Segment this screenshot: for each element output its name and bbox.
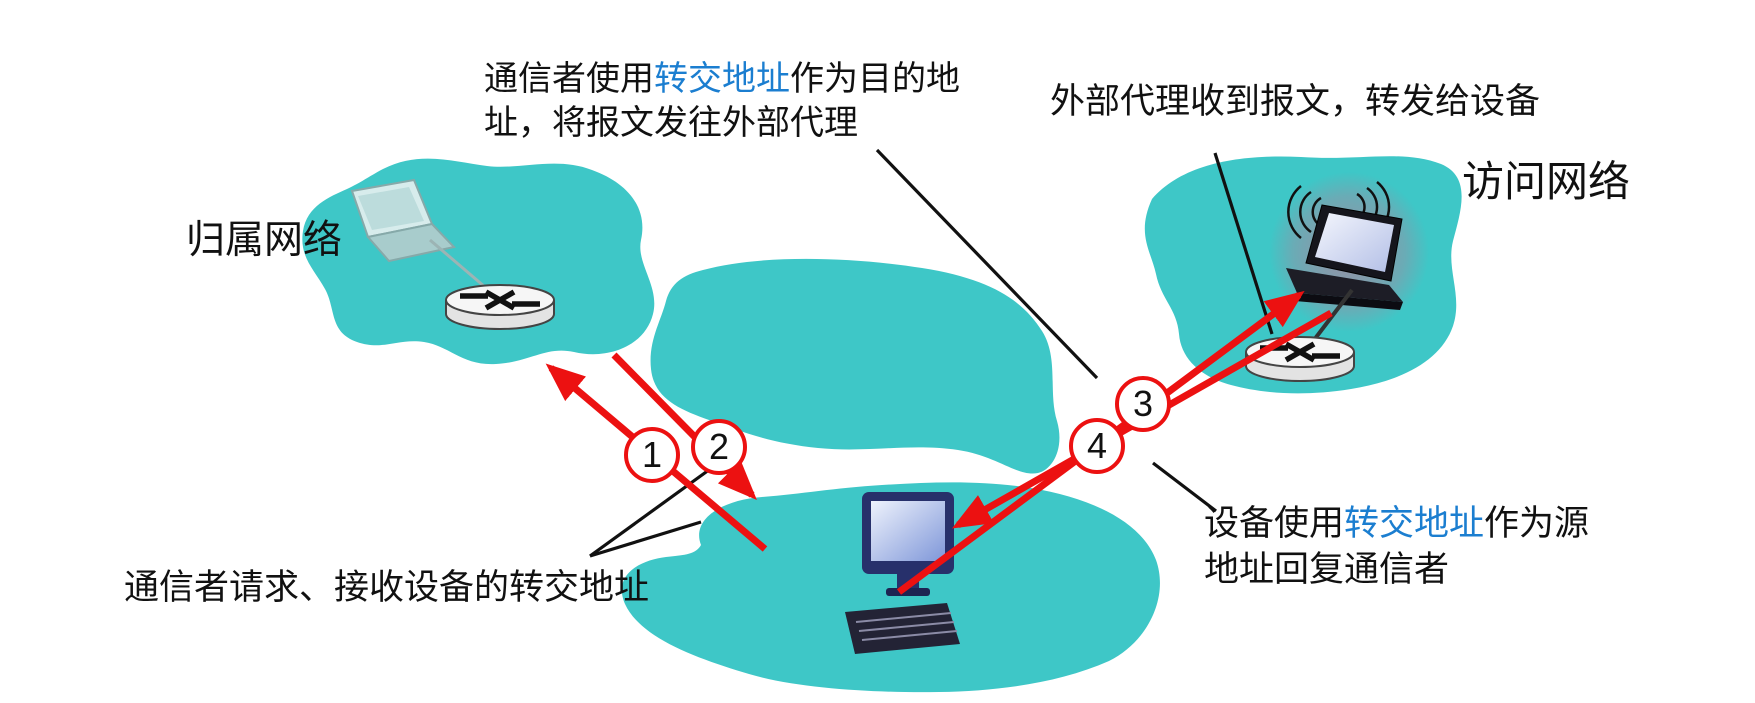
home-laptop-icon: [350, 178, 456, 263]
leader-correspondent-send: [875, 148, 1099, 380]
correspondent-network-blob: [621, 482, 1160, 693]
reply-prefix: 设备使用: [1204, 504, 1345, 543]
correspondent-computer-icon: [845, 492, 960, 654]
annotation-line-2: 址，将报文发往外部代理: [484, 103, 858, 142]
annotation-device-reply: 设备使用转交地址作为源 地址回复通信者: [1204, 501, 1589, 593]
step-3-badge: 3: [1115, 376, 1171, 432]
care-of-address-highlight: 转交地址: [654, 60, 790, 98]
reply-line-2: 地址回复通信者: [1204, 550, 1450, 590]
send-suffix: 作为目的地: [790, 60, 960, 98]
mobile-laptop-icon: [1286, 204, 1403, 310]
step-1-badge: 1: [624, 427, 680, 483]
home-agent-router-icon: [446, 285, 554, 329]
foreign-agent-router-icon: [1246, 337, 1354, 381]
annotation-correspondent-request: 通信者请求、接收设备的转交地址: [124, 568, 650, 607]
leader-request-a: [589, 465, 714, 558]
annotation-correspondent-send: 通信者使用转交地址作为目的地 址，将报文发往外部代理: [484, 58, 960, 145]
leader-request-b: [589, 520, 702, 558]
leader-foreign-agent: [1213, 152, 1274, 335]
middle-network-blob: [650, 258, 1060, 474]
annotation-foreign-agent-forward: 外部代理收到报文，转发给设备: [1050, 82, 1541, 121]
leader-device-reply: [1152, 461, 1217, 513]
visited-network-label: 访问网络: [1462, 158, 1631, 205]
annotation-line-1: 通信者使用转交地址作为目的地: [484, 58, 960, 102]
reply-line-1: 设备使用转交地址作为源: [1204, 501, 1589, 547]
home-network-label: 归属网络: [186, 219, 343, 262]
home-network-blob: [302, 158, 655, 365]
send-prefix: 通信者使用: [484, 60, 654, 98]
step-4-badge: 4: [1069, 418, 1125, 474]
mobile-laptop-router-link: [1312, 288, 1354, 342]
reply-suffix: 作为源: [1484, 504, 1590, 543]
home-laptop-router-link: [429, 238, 493, 295]
care-of-address-highlight: 转交地址: [1344, 504, 1485, 543]
annotation-leader-lines: [589, 148, 1274, 558]
step-2-badge: 2: [691, 419, 747, 475]
